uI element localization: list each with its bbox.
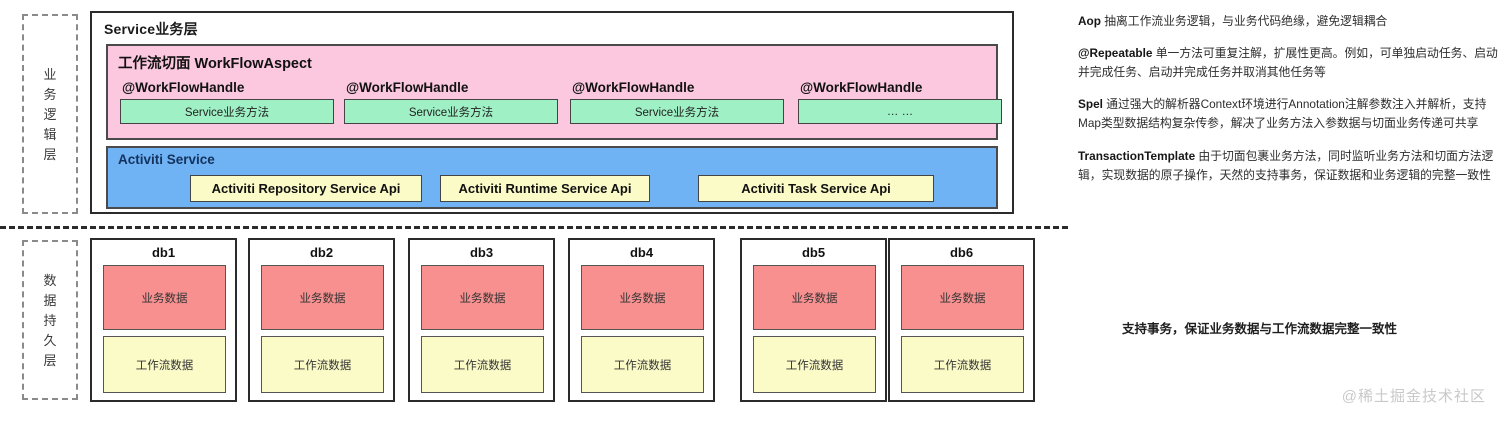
- business-data-cell: 业务数据: [753, 265, 876, 330]
- layer-label-char: 逻: [43, 106, 57, 122]
- business-data-cell: 业务数据: [421, 265, 544, 330]
- layer-divider: [0, 226, 1068, 229]
- workflow-handle-annotation: @WorkFlowHandle: [122, 80, 245, 95]
- note-text: 抽离工作流业务逻辑，与业务代码绝缘，避免逻辑耦合: [1100, 14, 1388, 28]
- layer-label-char: 据: [43, 292, 57, 308]
- service-method-box[interactable]: Service业务方法: [570, 99, 784, 124]
- activiti-task-service-api[interactable]: Activiti Task Service Api: [698, 175, 934, 202]
- layer-label-business-logic-text: 业务逻辑层: [43, 61, 56, 168]
- service-method-box[interactable]: Service业务方法: [344, 99, 558, 124]
- note-term: Aop: [1078, 14, 1101, 28]
- layer-label-char: 层: [43, 352, 57, 368]
- note-text: 通过强大的解析器Context环境进行Annotation注解参数注入并解析，支…: [1078, 97, 1487, 131]
- activiti-service-title: Activiti Service: [118, 152, 215, 167]
- layer-label-char: 久: [43, 332, 57, 348]
- workflow-aspect-panel: 工作流切面 WorkFlowAspect @WorkFlowHandle Ser…: [106, 44, 1002, 140]
- business-data-cell: 业务数据: [103, 265, 226, 330]
- activiti-service-panel: Activiti Service Activiti Repository Ser…: [106, 146, 998, 209]
- business-data-cell: 业务数据: [901, 265, 1024, 330]
- workflow-data-cell: 工作流数据: [421, 336, 544, 393]
- workflow-handle-annotation: @WorkFlowHandle: [800, 80, 923, 95]
- service-method-box[interactable]: Service业务方法: [120, 99, 334, 124]
- activiti-runtime-service-api[interactable]: Activiti Runtime Service Api: [440, 175, 650, 202]
- database-title: db1: [151, 245, 176, 260]
- service-business-layer: Service业务层 工作流切面 WorkFlowAspect @WorkFlo…: [90, 11, 1014, 214]
- workflow-data-cell: 工作流数据: [753, 336, 876, 393]
- notes-panel: Aop 抽离工作流业务逻辑，与业务代码绝缘，避免逻辑耦合 @Repeatable …: [1078, 12, 1498, 198]
- database-title: db4: [629, 245, 654, 260]
- database-box-db2[interactable]: db2 业务数据工作流数据: [248, 238, 395, 402]
- note-text: 由于切面包裹业务方法，同时监听业务方法和切面方法逻辑，实现数据的原子操作，天然的…: [1078, 148, 1494, 182]
- note-item: @Repeatable 单一方法可重复注解，扩展性更高。例如，可单独启动任务、启…: [1078, 44, 1498, 82]
- database-title: db3: [469, 245, 494, 260]
- note-term: @Repeatable: [1078, 46, 1153, 61]
- note-text: 单一方法可重复注解，扩展性更高。例如，可单独启动任务、启动并完成任务、启动并完成…: [1078, 46, 1498, 80]
- layer-label-persistence-text: 数据持久层: [43, 267, 56, 374]
- activiti-repository-service-api[interactable]: Activiti Repository Service Api: [190, 175, 422, 202]
- workflow-data-cell: 工作流数据: [103, 336, 226, 393]
- workflow-handle-2: @WorkFlowHandle Service业务方法: [344, 80, 558, 124]
- watermark: @稀土掘金技术社区: [1341, 388, 1486, 405]
- workflow-handle-annotation: @WorkFlowHandle: [572, 80, 695, 95]
- workflow-data-cell: 工作流数据: [261, 336, 384, 393]
- layer-label-char: 务: [43, 86, 57, 102]
- database-box-db1[interactable]: db1 业务数据工作流数据: [90, 238, 237, 402]
- business-data-cell: 业务数据: [261, 265, 384, 330]
- layer-label-char: 业: [43, 66, 57, 82]
- layer-label-persistence: 数据持久层: [22, 240, 78, 400]
- workflow-handle-annotation: @WorkFlowHandle: [346, 80, 469, 95]
- layer-label-char: 层: [43, 146, 57, 162]
- business-data-cell: 业务数据: [581, 265, 704, 330]
- service-method-box-ellipsis[interactable]: … …: [798, 99, 1002, 124]
- workflow-data-cell: 工作流数据: [901, 336, 1024, 393]
- layer-label-char: 持: [43, 312, 57, 328]
- database-title: db6: [949, 245, 974, 260]
- database-box-db6[interactable]: db6 业务数据工作流数据: [888, 238, 1035, 402]
- note-item: Aop 抽离工作流业务逻辑，与业务代码绝缘，避免逻辑耦合: [1078, 12, 1498, 31]
- database-box-db3[interactable]: db3 业务数据工作流数据: [408, 238, 555, 402]
- workflow-handle-3: @WorkFlowHandle Service业务方法: [570, 80, 784, 124]
- note-item: Spel 通过强大的解析器Context环境进行Annotation注解参数注入…: [1078, 95, 1498, 133]
- workflow-handle-4: @WorkFlowHandle … …: [798, 80, 1002, 124]
- note-term: Spel: [1078, 97, 1103, 112]
- workflow-data-cell: 工作流数据: [581, 336, 704, 393]
- database-title: db5: [801, 245, 826, 260]
- layer-label-business-logic: 业务逻辑层: [22, 14, 78, 214]
- database-box-db5[interactable]: db5 业务数据工作流数据: [740, 238, 887, 402]
- workflow-handle-1: @WorkFlowHandle Service业务方法: [120, 80, 334, 124]
- service-layer-title: Service业务层: [104, 21, 198, 37]
- layer-label-char: 数: [43, 272, 57, 288]
- bottom-note: 支持事务，保证业务数据与工作流数据完整一致性: [1122, 322, 1398, 336]
- database-box-db4[interactable]: db4 业务数据工作流数据: [568, 238, 715, 402]
- workflow-aspect-title: 工作流切面 WorkFlowAspect: [118, 56, 312, 72]
- database-title: db2: [309, 245, 334, 260]
- note-term: TransactionTemplate: [1078, 148, 1196, 163]
- layer-label-char: 辑: [43, 126, 57, 142]
- note-item: TransactionTemplate 由于切面包裹业务方法，同时监听业务方法和…: [1078, 147, 1498, 185]
